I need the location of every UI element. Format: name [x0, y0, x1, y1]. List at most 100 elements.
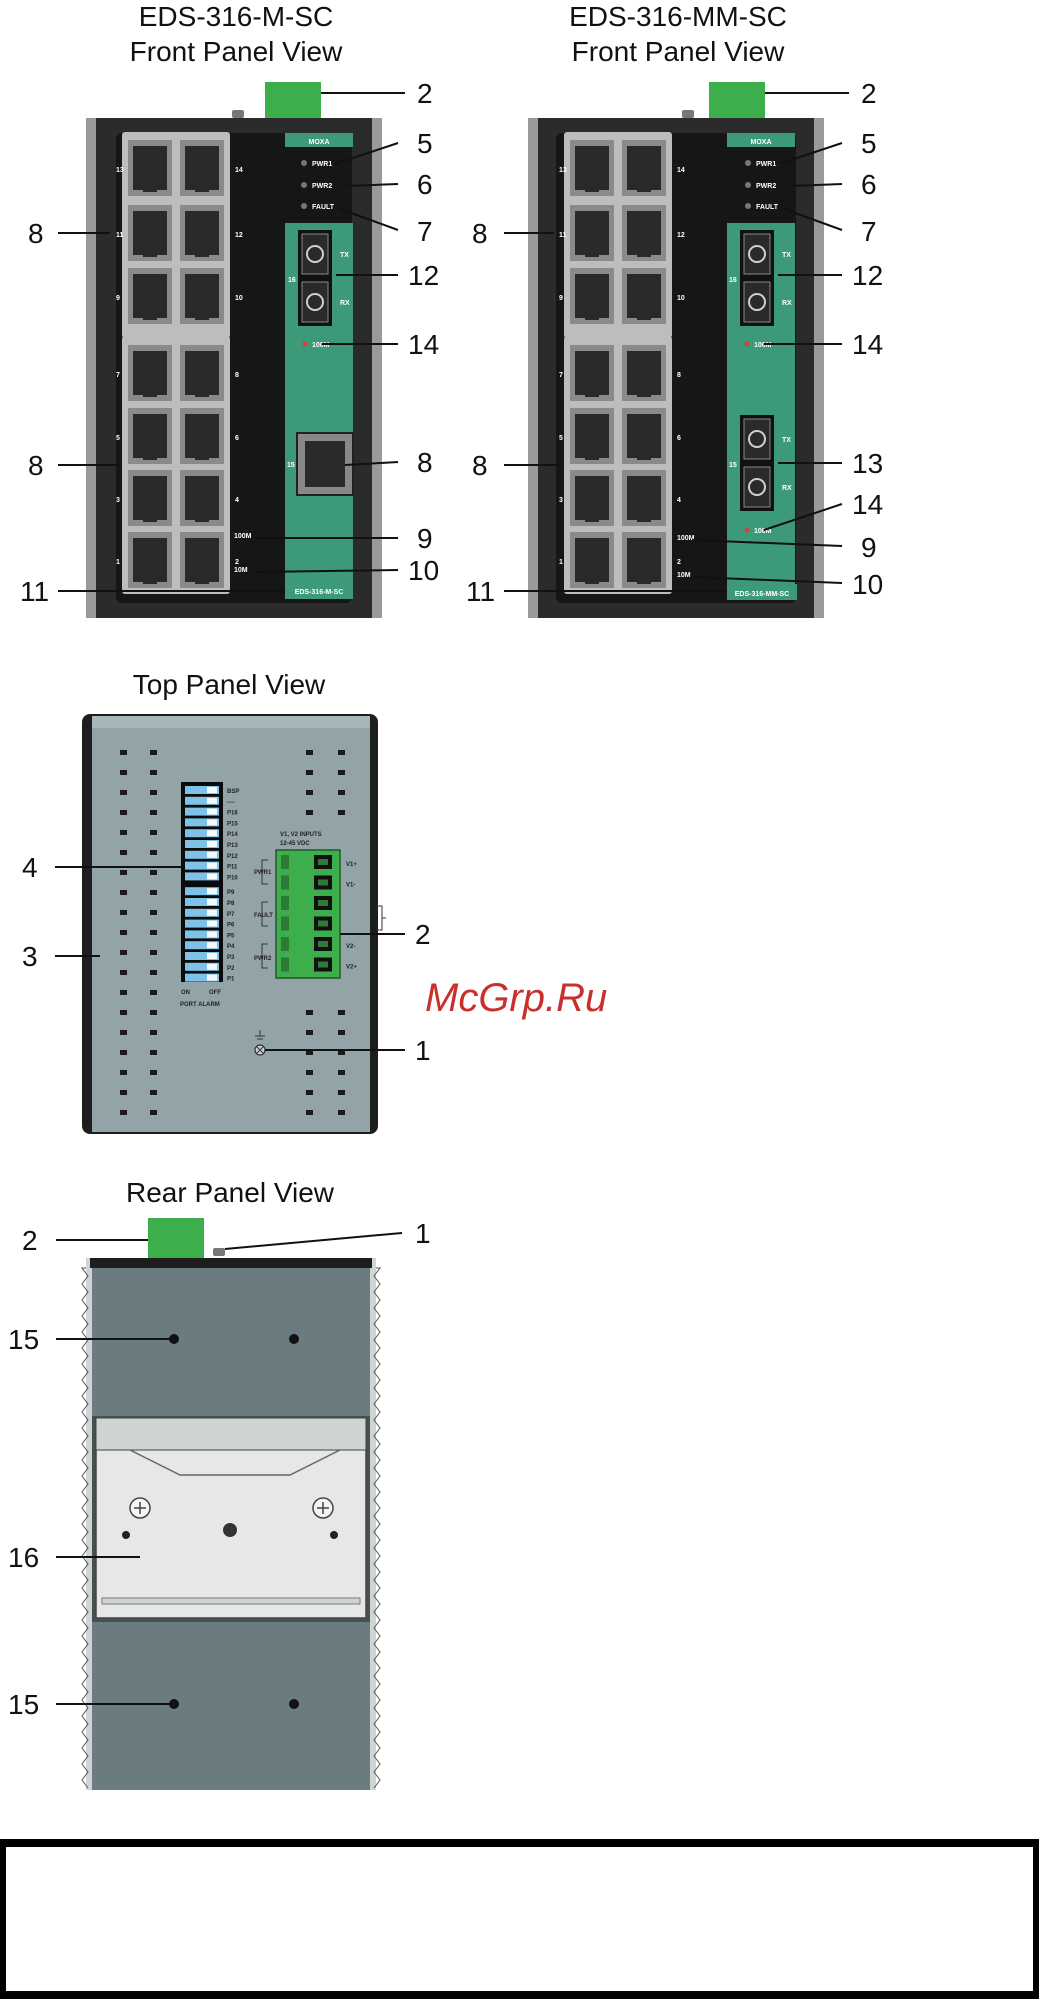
fiber-tx-socket — [301, 233, 329, 275]
pwr2-label: PWR2 — [254, 956, 272, 962]
rj45-port-socket — [133, 476, 167, 520]
callout-6: 6 — [861, 169, 877, 200]
vent-slot — [338, 1030, 345, 1035]
callout-1: 1 — [415, 1218, 431, 1249]
terminal-pin — [281, 875, 289, 890]
rj45-port-latch — [637, 249, 651, 257]
vent-slot — [338, 1110, 345, 1115]
vent-slot — [306, 750, 313, 755]
led-10m-label: 10M — [234, 567, 248, 574]
callout-7: 7 — [861, 216, 877, 247]
din-rail-spring — [129, 1449, 341, 1476]
vent-slot — [338, 770, 345, 775]
pwr1-label: PWR1 — [254, 870, 272, 876]
callout-12: 12 — [852, 260, 883, 291]
rj45-port-latch — [585, 452, 599, 460]
callout-lines — [55, 866, 405, 1051]
dip-switch-label: P12 — [227, 854, 238, 860]
dip-labels: BSP----P16P15P14P13P12P11P10P9P8P7P6P5P4… — [227, 789, 239, 983]
inputs-header-line2: 12-45 VDC — [280, 841, 310, 847]
dip-switch-label: P9 — [227, 890, 235, 896]
top-panel-title: Top Panel View — [133, 669, 326, 700]
terminal-label: V2+ — [346, 965, 357, 971]
fiber-tx-label: TX — [340, 252, 349, 259]
rj45-port-socket — [575, 476, 609, 520]
mounting-hole — [169, 1699, 179, 1709]
fiber-rx-hole — [306, 293, 324, 311]
terminal-block — [709, 82, 765, 120]
rj45-port-latch — [143, 452, 157, 460]
ground-symbol-icon — [255, 1030, 265, 1040]
fault-led — [301, 203, 307, 209]
callout-15b: 15 — [8, 1689, 39, 1720]
inputs-header-line1: V1, V2 INPUTS — [280, 832, 322, 838]
port-number-left: 13 — [116, 167, 124, 174]
fiber-16-rx-label: RX — [782, 300, 792, 307]
rj45-port-socket — [627, 211, 661, 255]
rj45-port-15-socket — [305, 441, 345, 487]
din-rail-top-clip — [95, 1417, 367, 1451]
rj45-port-socket — [133, 538, 167, 582]
callout-14a: 14 — [852, 329, 883, 360]
vent-slot — [120, 870, 127, 875]
rj45-port-socket — [575, 351, 609, 395]
mounting-hole — [289, 1334, 299, 1344]
terminal-slots — [281, 855, 332, 972]
rj45-port-socket — [185, 351, 219, 395]
port-number-right: 12 — [235, 232, 243, 239]
rj45-port-latch — [637, 452, 651, 460]
rj45-port-latch — [143, 514, 157, 522]
port-number-right: 6 — [677, 435, 681, 442]
fiber-100m-label: 100M — [312, 342, 330, 349]
fiber-15-100m-led — [744, 527, 750, 533]
terminal-block — [148, 1218, 204, 1258]
dip-switch — [185, 829, 219, 838]
fiber-tx-hole — [306, 245, 324, 263]
led-100m-label: 100M — [677, 535, 695, 542]
front-right-title-line2: Front Panel View — [572, 36, 785, 67]
dip-switch — [185, 840, 219, 848]
rj45-port-socket — [627, 274, 661, 318]
port-number-left: 7 — [559, 372, 563, 379]
fault-led-label: FAULT — [756, 204, 779, 211]
ground-screw — [682, 110, 694, 118]
dip-switch-label: P8 — [227, 901, 235, 907]
callout-lines — [504, 92, 849, 592]
power-terminal-block — [275, 849, 341, 979]
vent-slot — [150, 750, 157, 755]
callout-14: 14 — [408, 329, 439, 360]
dip-switch — [185, 941, 219, 950]
port-number-right: 8 — [235, 372, 239, 379]
callout-1: 1 — [415, 1035, 431, 1066]
din-center-hole — [223, 1523, 237, 1537]
rj45-port-socket — [627, 538, 661, 582]
pwr2-led-label: PWR2 — [756, 183, 776, 190]
port-number-left: 11 — [559, 232, 567, 239]
port-number-left: 9 — [559, 295, 563, 302]
vent-slot — [120, 990, 127, 995]
pwr2-led — [301, 182, 307, 188]
rj45-port-socket — [627, 476, 661, 520]
vent-slot — [120, 790, 127, 795]
dip-switch — [185, 807, 219, 816]
vent-slot — [150, 1030, 157, 1035]
rj45-port-latch — [585, 312, 599, 320]
dip-switch — [185, 919, 219, 928]
rj45-port-socket — [133, 146, 167, 190]
vent-slot — [120, 1030, 127, 1035]
fiber-15-tx-socket — [743, 418, 771, 460]
dip-switches — [185, 786, 219, 982]
top-housing-edge — [92, 716, 370, 728]
callout-3: 3 — [22, 941, 38, 972]
vent-slot — [150, 770, 157, 775]
dip-switch-label: P16 — [227, 811, 238, 817]
rj45-port-socket — [627, 351, 661, 395]
dip-switch — [185, 898, 219, 906]
dip-switch-knob — [207, 953, 217, 959]
rj45-port-latch — [143, 389, 157, 397]
dip-switch-label: P3 — [227, 955, 235, 961]
fiber-16-tx-hole — [748, 245, 766, 263]
vent-slot — [338, 1070, 345, 1075]
port-number-left: 11 — [116, 232, 124, 239]
rear-top-edge — [90, 1258, 372, 1268]
